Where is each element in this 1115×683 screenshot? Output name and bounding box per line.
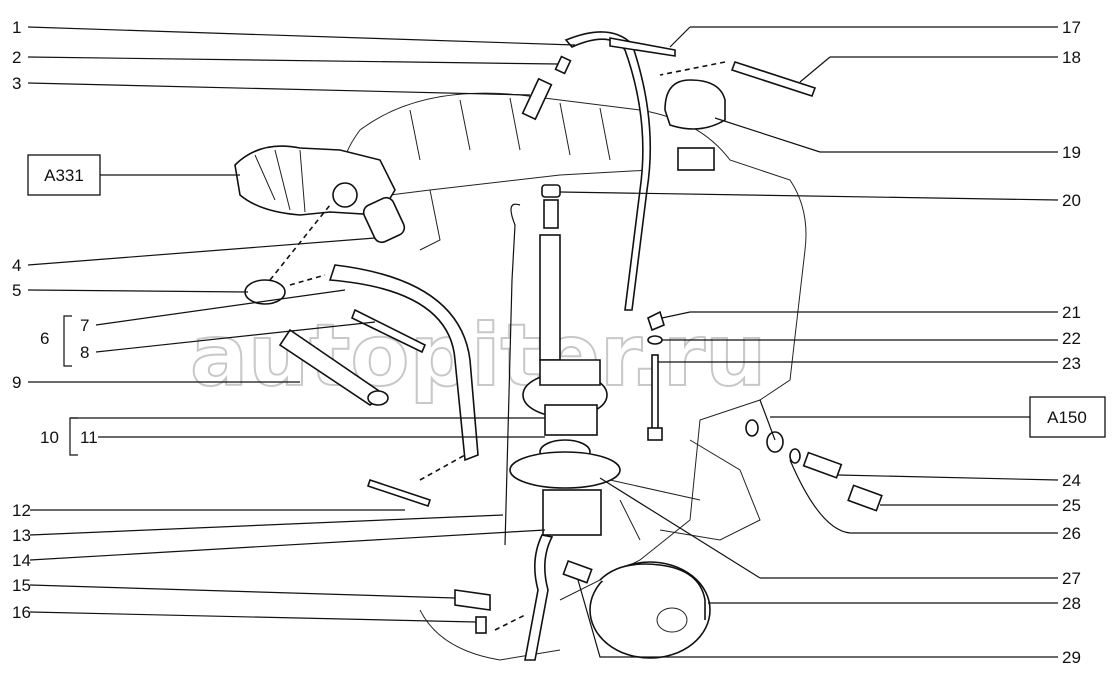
hose-7 [328, 264, 479, 462]
stud-assembly [647, 310, 665, 441]
svg-text:26: 26 [1062, 524, 1081, 543]
svg-text:12: 12 [12, 501, 31, 520]
svg-text:14: 14 [12, 551, 31, 570]
svg-text:2: 2 [12, 48, 21, 67]
watermark: autopiter.ru [189, 305, 767, 407]
svg-text:28: 28 [1062, 594, 1081, 613]
svg-text:9: 9 [12, 373, 21, 392]
filter-housing [509, 359, 621, 536]
hose-clamp [244, 279, 286, 305]
clip-12 [366, 478, 432, 508]
oil-filler-cap [664, 79, 726, 171]
dipstick-guide-tube [539, 184, 561, 361]
strap-18 [730, 61, 817, 97]
air-intake-hose [234, 145, 396, 216]
svg-text:A331: A331 [44, 166, 84, 185]
svg-text:5: 5 [12, 281, 21, 300]
hose-9 [278, 328, 387, 406]
svg-text:4: 4 [12, 256, 21, 275]
svg-text:autopiter.ru: autopiter.ru [190, 306, 766, 406]
svg-text:21: 21 [1062, 303, 1081, 322]
breather-hose [564, 31, 652, 311]
filter-nipple [562, 559, 593, 584]
nipple-fitting [521, 55, 572, 121]
pipe-4 [362, 196, 406, 244]
svg-text:25: 25 [1062, 496, 1081, 515]
callouts-right: 17 18 19 20 21 22 23 24 25 26 27 28 29 [559, 18, 1081, 667]
svg-text:23: 23 [1062, 354, 1081, 373]
reference-a150[interactable]: A150 [770, 396, 1106, 438]
svg-text:19: 19 [1062, 143, 1081, 162]
oil-pressure-sensor [745, 399, 883, 512]
svg-text:1: 1 [12, 18, 21, 37]
svg-text:17: 17 [1062, 18, 1081, 37]
callout-22: 22 [1062, 329, 1081, 349]
svg-text:8: 8 [80, 343, 89, 362]
cable-tie [350, 308, 427, 354]
dipstick [504, 203, 521, 546]
svg-text:20: 20 [1062, 191, 1081, 210]
reference-a331[interactable]: A331 [27, 154, 240, 196]
engine-block [341, 92, 807, 661]
svg-text:7: 7 [80, 316, 89, 335]
svg-text:27: 27 [1062, 569, 1081, 588]
callouts-left: 1 2 3 4 5 6 7 8 9 10 11 12 13 14 15 16 [12, 18, 576, 623]
svg-text:A150: A150 [1047, 408, 1087, 427]
svg-text:10: 10 [40, 428, 59, 447]
svg-text:13: 13 [12, 526, 31, 545]
bolt-16 [475, 616, 487, 634]
svg-text:18: 18 [1062, 48, 1081, 67]
svg-text:24: 24 [1062, 471, 1081, 490]
svg-text:15: 15 [12, 576, 31, 595]
bracket-15 [454, 589, 491, 611]
clip-17 [609, 37, 676, 57]
svg-text:16: 16 [12, 603, 31, 622]
svg-text:29: 29 [1062, 648, 1081, 667]
svg-text:3: 3 [12, 74, 21, 93]
oil-filter [589, 561, 711, 659]
svg-text:6: 6 [40, 329, 49, 348]
svg-text:11: 11 [80, 428, 98, 447]
drain-hose [524, 534, 554, 661]
